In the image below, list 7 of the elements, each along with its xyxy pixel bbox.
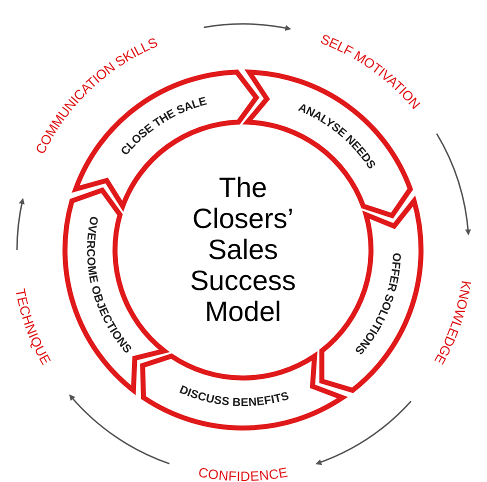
arrow bbox=[16, 198, 25, 250]
skill-label: CONFIDENCE bbox=[197, 464, 289, 482]
diagram-title: The Closers’ Sales Success Model bbox=[189, 172, 297, 327]
arrow bbox=[69, 394, 170, 464]
arrow bbox=[436, 133, 471, 236]
arrow bbox=[204, 23, 292, 32]
arrow bbox=[316, 400, 412, 465]
